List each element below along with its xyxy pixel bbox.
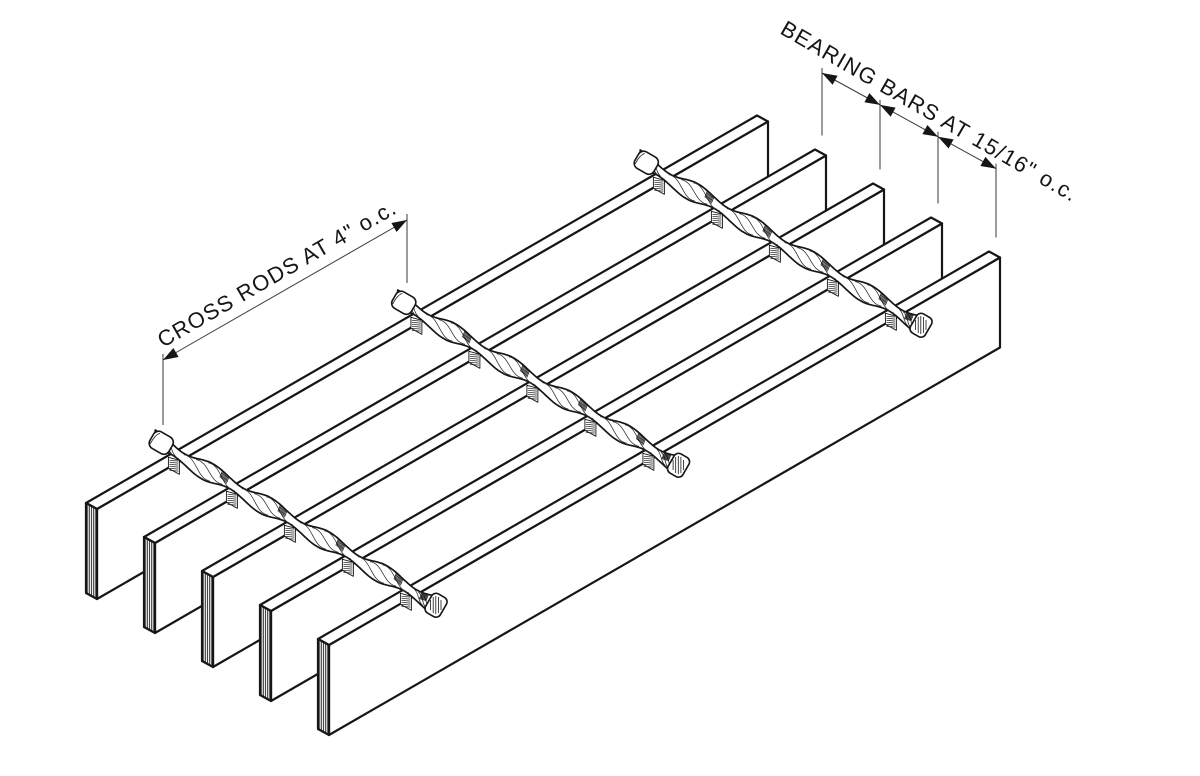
dimensions-group (162, 68, 997, 425)
rod-notch (584, 418, 597, 437)
cross-rods-group (148, 149, 933, 618)
rod-notch (283, 524, 296, 543)
rod-end-cap-far (666, 452, 691, 478)
bearing-bars-group (84, 114, 1002, 737)
cross-rod (390, 289, 691, 478)
rod-notch (768, 244, 781, 263)
dimension-cross-rods (162, 214, 408, 425)
rod-notch (710, 210, 723, 229)
rod-end-cap-far (424, 592, 448, 618)
rod-notch (341, 558, 354, 577)
rod-end-cap-near (148, 430, 175, 456)
rod-end-cap-near (390, 290, 417, 316)
cross-rod (633, 149, 933, 338)
rod-notch (652, 176, 665, 195)
rod-notch (399, 592, 412, 611)
rod-notch (826, 278, 839, 297)
rod-notch (410, 316, 423, 335)
rod-end-cap-near (633, 150, 660, 176)
rod-notch (526, 384, 539, 403)
rod-notch (642, 452, 655, 471)
rod-notch (884, 312, 897, 331)
cross-rod (148, 429, 448, 618)
rod-notch (225, 490, 238, 509)
dimension-bearing-bars (821, 68, 997, 238)
rod-end-cap-far (909, 312, 933, 338)
rod-notch (468, 350, 481, 369)
rod-notch (167, 456, 180, 475)
cross-rods-dimension-label: CROSS RODS AT 4" o.c. (153, 195, 401, 353)
bearing-bar (316, 250, 1002, 737)
